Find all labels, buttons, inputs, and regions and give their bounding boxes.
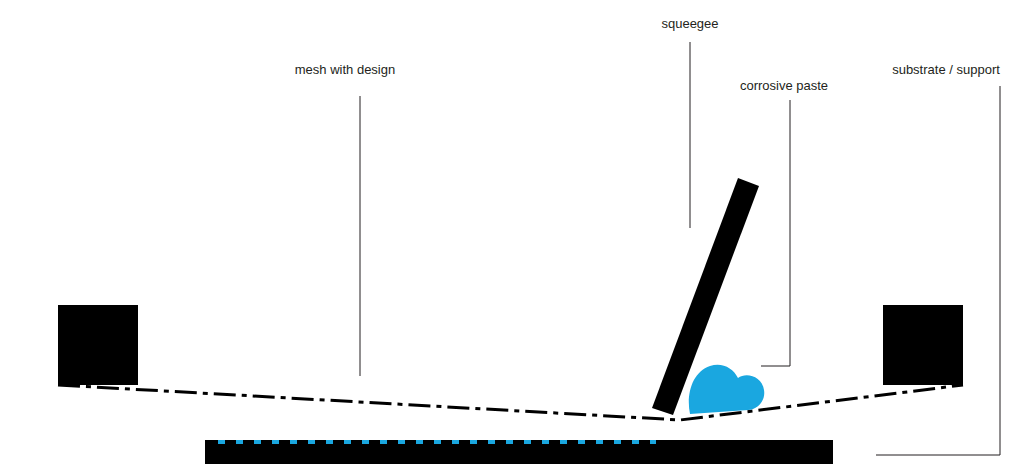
- part-label: corrosive paste: [740, 78, 828, 94]
- leader-line: [690, 42, 691, 228]
- squeegee-blade: [652, 178, 759, 415]
- part-label: mesh with design: [295, 62, 395, 78]
- leader-line: [761, 100, 790, 366]
- substrate: [205, 440, 833, 464]
- frame-block: [883, 305, 963, 385]
- frame-block: [58, 305, 138, 385]
- printed-paste: [218, 440, 656, 444]
- part-label: substrate / support: [892, 62, 1000, 78]
- corrosive-paste-blob: [689, 365, 764, 414]
- leader-line: [876, 86, 1000, 455]
- mesh-line: [58, 385, 963, 420]
- leader-line: [360, 96, 361, 376]
- part-label: squeegee: [661, 16, 718, 32]
